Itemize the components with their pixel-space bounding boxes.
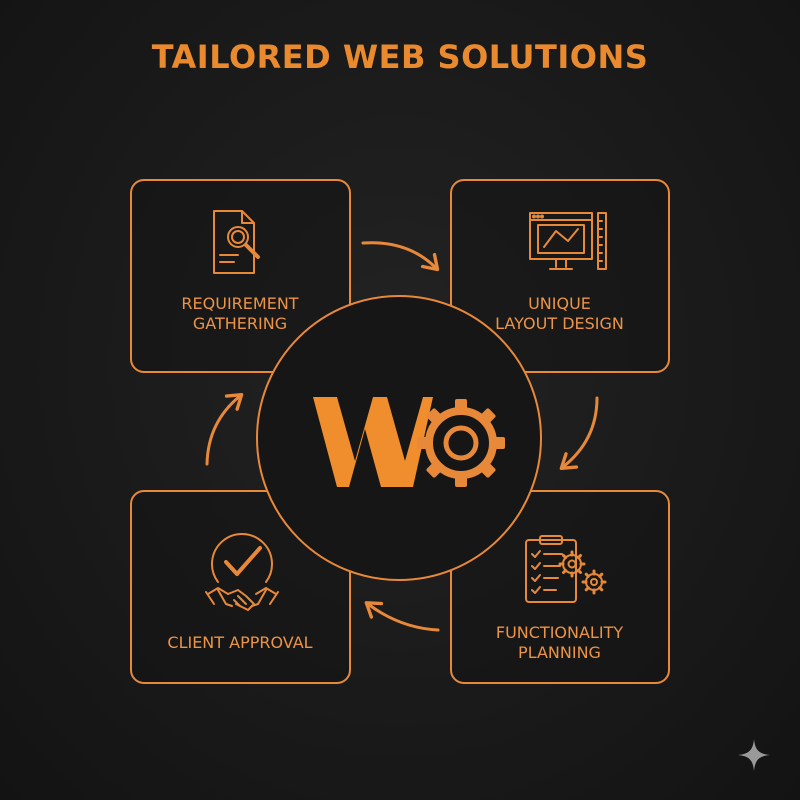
checklist-gears-icon — [525, 535, 607, 603]
arrow-right — [559, 396, 599, 470]
document-search-icon — [213, 210, 260, 274]
arrow-left — [205, 392, 244, 466]
arrow-top — [361, 241, 440, 272]
w-letter-mark — [313, 397, 433, 487]
arrow-bottom — [364, 601, 440, 632]
gear-icon — [417, 399, 505, 487]
sparkle-icon — [738, 739, 770, 771]
step-label: FUNCTIONALITY PLANNING — [495, 623, 624, 662]
step-label: REQUIREMENT GATHERING — [181, 294, 299, 333]
step-label: CLIENT APPROVAL — [167, 633, 313, 652]
handshake-check-icon — [205, 533, 279, 611]
layout-design-icon — [529, 212, 607, 270]
center-logo-circle — [256, 295, 542, 581]
step-label: UNIQUE LAYOUT DESIGN — [495, 294, 624, 333]
diagram-title: TAILORED WEB SOLUTIONS — [151, 38, 649, 76]
w-gear-logo — [313, 397, 505, 487]
